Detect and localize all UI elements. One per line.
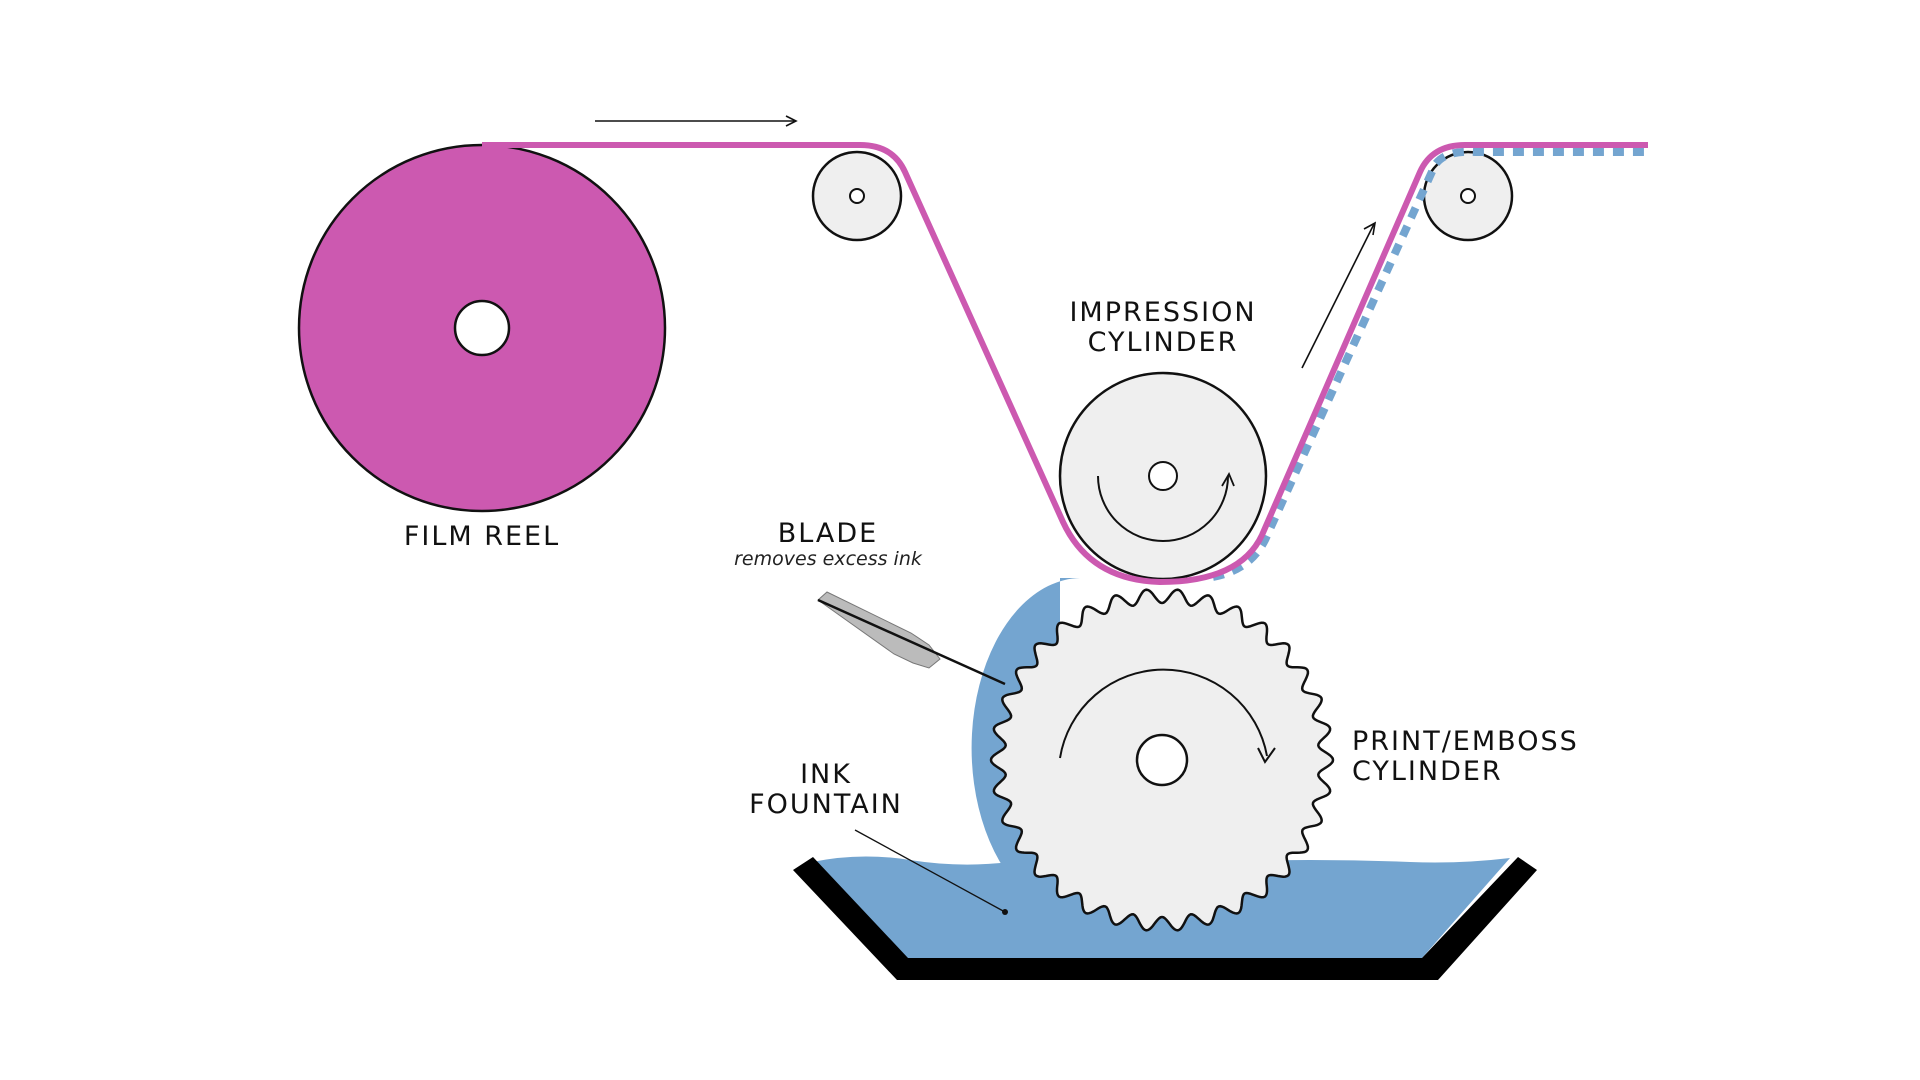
impression-rotation-arrowhead [1221, 471, 1235, 487]
impression-cylinder-rotation-arrow [1097, 475, 1229, 542]
ink-fountain-label-line1: INK [800, 759, 852, 790]
blade [817, 591, 941, 669]
film-reel-hub [453, 299, 511, 357]
film-direction-arrowhead [785, 115, 798, 127]
print-emboss-cylinder-label-line2: CYLINDER [1352, 756, 1503, 787]
impression-cylinder-label-line2: CYLINDER [1087, 327, 1239, 358]
print-emboss-cylinder-label-line1: PRINT/EMBOSS [1352, 726, 1579, 757]
blade-label: BLADE [777, 518, 879, 549]
film-web [482, 142, 1648, 585]
ink-fountain-leader [854, 829, 1006, 913]
film-reel-label: FILM REEL [403, 521, 561, 552]
blade-note: removes excess ink [734, 548, 922, 570]
ink-fountain-label-line2: FOUNTAIN [749, 789, 903, 820]
impression-cylinder-label-line1: IMPRESSION [1069, 297, 1257, 328]
printed-ink-dashes [1212, 147, 1648, 581]
ink-fountain-leader-dot [1002, 909, 1008, 915]
film-exit-arrowhead [1363, 221, 1377, 236]
print-rotation-arrowhead [1257, 747, 1276, 764]
print-cylinder-hub [1135, 733, 1189, 787]
guide-roller-right-hub [1460, 188, 1476, 204]
impression-cylinder-hub [1148, 461, 1178, 491]
guide-roller-left-hub [849, 188, 865, 204]
print-cylinder-rotation-arrow [1059, 668, 1268, 759]
blade-edge [817, 598, 1006, 686]
film-exit-arrow [1301, 223, 1375, 369]
